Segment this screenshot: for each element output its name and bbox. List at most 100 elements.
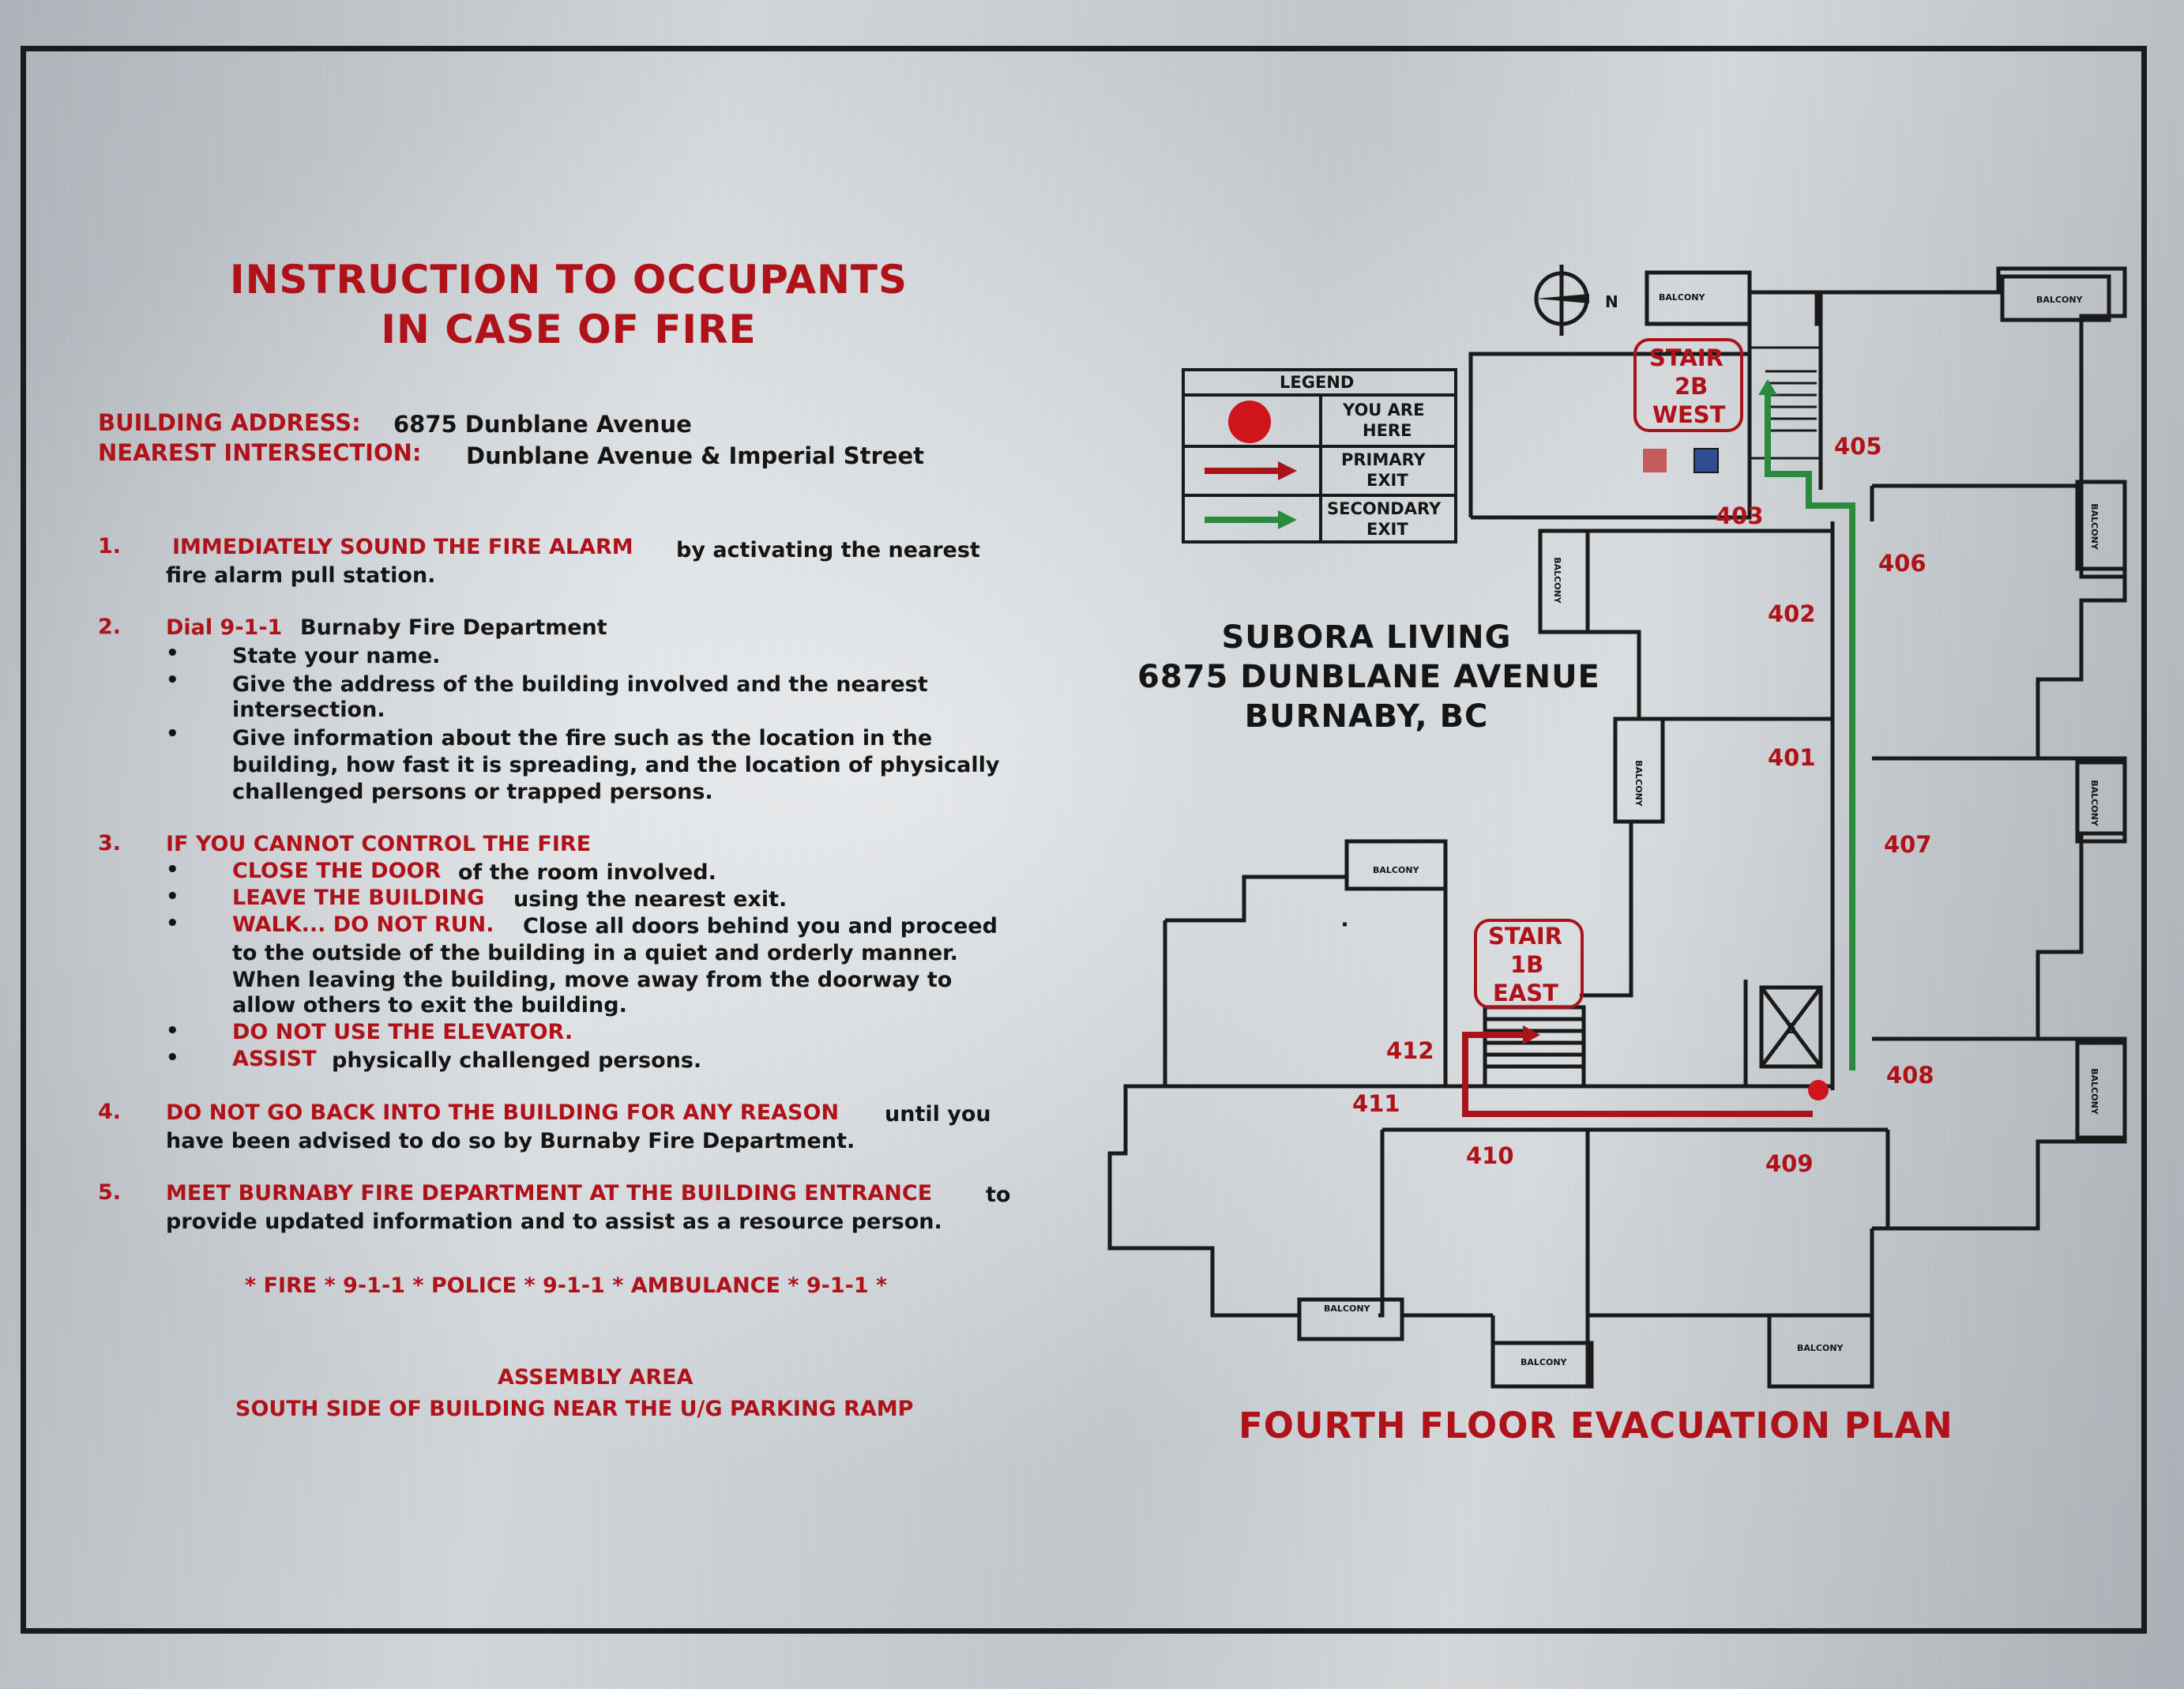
stair-2b-west-box <box>1633 338 1743 432</box>
legend-secondary-1: SECONDARY <box>1327 499 1442 518</box>
step-3-bullet-3-red: WALK... DO NOT RUN. <box>232 912 494 937</box>
step-5-number: 5. <box>98 1180 122 1205</box>
floor-plan-walls <box>1107 266 2127 1389</box>
room-411: 411 <box>1352 1090 1400 1117</box>
compass-icon <box>1534 265 1589 336</box>
emergency-numbers-line: * FIRE * 9-1-1 * POLICE * 9-1-1 * AMBULA… <box>245 1273 888 1298</box>
building-name-line-1: SUBORA LIVING <box>1221 619 1512 656</box>
step-3-bullet-1-text: of the room involved. <box>458 860 716 885</box>
bullet: • <box>166 912 179 935</box>
stair-1b-east-box <box>1474 919 1584 1009</box>
room-407: 407 <box>1884 831 1932 858</box>
step-3-heading: IF YOU CANNOT CONTROL THE FIRE <box>166 832 592 856</box>
step-4-heading: DO NOT GO BACK INTO THE BUILDING FOR ANY… <box>166 1100 840 1125</box>
legend-you-are-here-1: YOU ARE <box>1343 401 1425 419</box>
step-2-text: Burnaby Fire Department <box>300 615 607 640</box>
legend-secondary-2: EXIT <box>1366 520 1408 539</box>
step-3-bullet-3-text-d: allow others to exit the building. <box>232 993 627 1018</box>
building-address-value: 6875 Dunblane Avenue <box>393 411 692 438</box>
room-409: 409 <box>1765 1150 1814 1177</box>
balcony-label-406: BALCONY <box>2088 503 2099 550</box>
step-1-text-b: fire alarm pull station. <box>166 563 436 588</box>
balcony-label-412: BALCONY <box>1373 865 1419 875</box>
balcony-label-401: BALCONY <box>1633 760 1644 807</box>
balcony-label-402: BALCONY <box>1551 557 1562 604</box>
legend-secondary-arrow <box>1278 510 1297 529</box>
assembly-area-location: SOUTH SIDE OF BUILDING NEAR THE U/G PARK… <box>235 1397 914 1421</box>
stair-2b-west-label-2: 2B <box>1675 373 1708 400</box>
stair-1b-east-label-2: 1B <box>1510 951 1544 978</box>
legend-box <box>1182 368 1457 544</box>
bullet: • <box>166 885 179 908</box>
fire-equipment-icon <box>1643 449 1667 472</box>
room-410: 410 <box>1466 1142 1514 1169</box>
balcony-label-north-left: BALCONY <box>1659 292 1705 303</box>
room-408: 408 <box>1886 1062 1934 1089</box>
balcony-label-north-right: BALCONY <box>2036 295 2083 305</box>
step-3-bullet-5-text: physically challenged persons. <box>332 1048 702 1073</box>
step-5-text-b: provide updated information and to assis… <box>166 1209 942 1234</box>
stair-1b-east-label-3: EAST <box>1493 980 1558 1006</box>
room-405: 405 <box>1834 433 1882 460</box>
step-2-bullet-3a: Give information about the fire such as … <box>232 726 933 750</box>
bullet: • <box>166 641 179 665</box>
building-name-line-3: BURNABY, BC <box>1244 698 1489 735</box>
legend-primary-arrow <box>1278 461 1297 480</box>
bullet: • <box>166 1046 179 1070</box>
compass-north-label: N <box>1605 292 1618 311</box>
secondary-exit-route <box>1765 391 1855 1070</box>
step-4-text-a: until you <box>885 1102 991 1127</box>
step-2-bullet-3c: challenged persons or trapped persons. <box>232 780 713 804</box>
step-2-bullet-3b: building, how fast it is spreading, and … <box>232 753 1000 777</box>
step-3-number: 3. <box>98 831 122 856</box>
step-1-text-a: by activating the nearest <box>676 538 980 562</box>
nearest-intersection-label: NEAREST INTERSECTION: <box>98 439 422 466</box>
stair-2b-west-label-1: STAIR <box>1649 344 1724 371</box>
room-403: 403 <box>1716 502 1764 529</box>
legend-you-are-here-dot <box>1228 401 1271 443</box>
step-5-text-a: to <box>986 1183 1011 1207</box>
balcony-label-409: BALCONY <box>1797 1343 1844 1353</box>
step-3-bullet-4-red: DO NOT USE THE ELEVATOR. <box>232 1020 573 1044</box>
title-line-1: INSTRUCTION TO OCCUPANTS <box>229 257 908 303</box>
legend-primary-1: PRIMARY <box>1341 450 1426 469</box>
step-3-bullet-1-red: CLOSE THE DOOR <box>232 859 442 883</box>
step-2-bullet-1: State your name. <box>232 644 441 668</box>
step-1-number: 1. <box>98 534 122 559</box>
step-3-bullet-2-text: using the nearest exit. <box>513 887 788 912</box>
step-3-bullet-3-text-b: to the outside of the building in a quie… <box>232 941 958 965</box>
legend-you-are-here-2: HERE <box>1363 421 1412 440</box>
assembly-area-title: ASSEMBLY AREA <box>498 1365 694 1390</box>
bullet: • <box>166 722 179 746</box>
room-406: 406 <box>1878 550 1927 577</box>
step-2-heading: Dial 9-1-1 <box>166 615 283 640</box>
balcony-label-408: BALCONY <box>2088 1068 2099 1115</box>
balcony-label-410: BALCONY <box>1521 1357 1567 1367</box>
bullet: • <box>166 668 179 692</box>
primary-exit-route <box>1462 1032 1813 1117</box>
building-name-line-2: 6875 DUNBLANE AVENUE <box>1137 659 1600 695</box>
step-3-bullet-3-text-a: Close all doors behind you and proceed <box>523 914 998 939</box>
step-3-bullet-5-red: ASSIST <box>232 1047 317 1071</box>
stair-1b-east-label-1: STAIR <box>1488 923 1562 950</box>
nearest-intersection-value: Dunblane Avenue & Imperial Street <box>466 442 924 469</box>
step-3-bullet-3-text-c: When leaving the building, move away fro… <box>232 968 953 992</box>
building-address-label: BUILDING ADDRESS: <box>98 409 361 436</box>
primary-exit-arrowhead <box>1523 1025 1540 1044</box>
balcony-label-411: BALCONY <box>1324 1303 1370 1314</box>
step-4-text-b: have been advised to do so by Burnaby Fi… <box>166 1129 855 1153</box>
legend-title: LEGEND <box>1280 373 1355 392</box>
step-1-heading: IMMEDIATELY SOUND THE FIRE ALARM <box>172 535 633 559</box>
elevator-label: E <box>1787 1021 1797 1037</box>
title-line-2: IN CASE OF FIRE <box>381 307 757 352</box>
step-2-bullet-2a: Give the address of the building involve… <box>232 672 928 697</box>
room-402: 402 <box>1768 600 1816 627</box>
step-4-number: 4. <box>98 1100 122 1124</box>
plan-title: FOURTH FLOOR EVACUATION PLAN <box>1239 1405 1953 1446</box>
legend-primary-2: EXIT <box>1366 471 1408 490</box>
fire-alarm-icon <box>1693 448 1719 473</box>
you-are-here-dot <box>1808 1080 1829 1100</box>
west-stair-steps <box>1750 346 1822 460</box>
